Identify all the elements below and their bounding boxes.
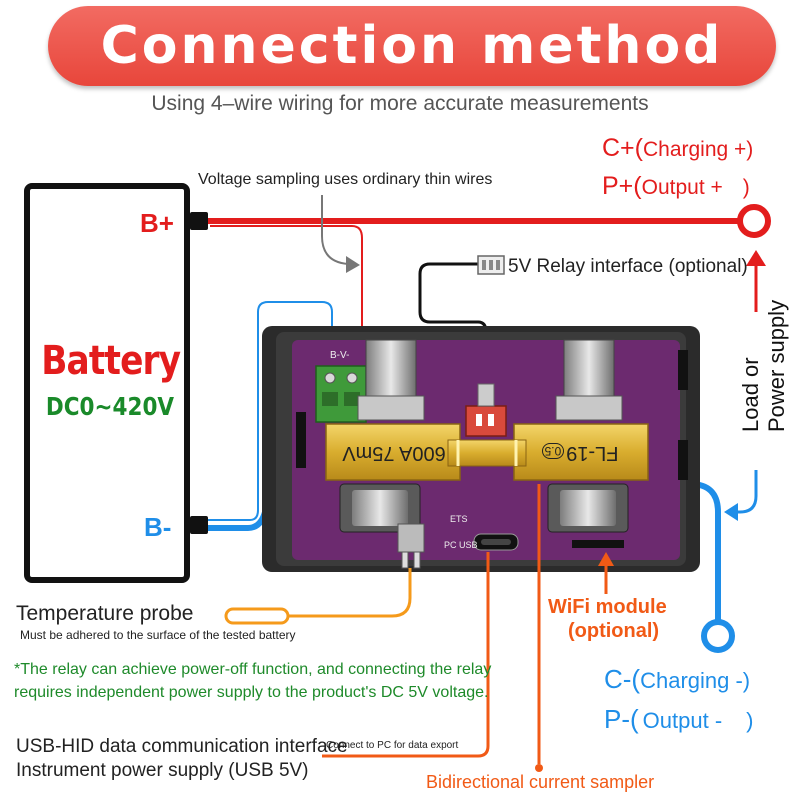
usb-port-label: PC USB xyxy=(444,540,478,550)
battery-title: Battery xyxy=(41,338,181,384)
negative-terminal-ring xyxy=(701,619,735,653)
positive-output-close: ) xyxy=(742,176,750,199)
positive-output-label: P+(Output +) xyxy=(602,172,750,201)
temperature-probe-note: Must be adhered to the surface of the te… xyxy=(20,628,296,642)
positive-charging-label: C+(Charging +) xyxy=(602,134,753,163)
positive-output-prefix: P+( xyxy=(602,172,642,200)
shunt-right-block xyxy=(513,423,649,481)
relay-interface-label: 5V Relay interface (optional) xyxy=(508,256,748,277)
wifi-module-label: WiFi module xyxy=(548,596,667,618)
negative-charging-label: C-(Charging -) xyxy=(604,664,750,695)
voltage-sampling-note: Voltage sampling uses ordinary thin wire… xyxy=(198,171,493,188)
positive-charging-prefix: C+( xyxy=(602,134,643,162)
positive-output-text: Output + xyxy=(641,176,723,199)
temperature-probe-label: Temperature probe xyxy=(16,602,194,625)
battery-negative-label: B- xyxy=(144,512,172,542)
battery-positive-label: B+ xyxy=(140,208,174,238)
current-sampler-label: Bidirectional current sampler xyxy=(426,772,655,792)
usb-hid-label: USB-HID data communication interface xyxy=(16,736,348,757)
relay-wire xyxy=(418,262,488,388)
load-power-supply-label: Load or Power supply xyxy=(738,299,789,432)
sense-connector-label: B-V- xyxy=(330,350,350,361)
negative-output-text: Output - xyxy=(642,708,723,733)
shunt-left-label: 600A 75mV xyxy=(342,442,446,464)
header-banner xyxy=(48,6,776,86)
temperature-probe xyxy=(224,607,290,625)
positive-terminal-ring xyxy=(737,204,771,238)
positive-sense-wire xyxy=(210,225,363,380)
negative-sense-wire xyxy=(208,301,333,521)
battery-positive-terminal xyxy=(190,212,208,230)
page-title: Connection method xyxy=(100,16,724,76)
battery-box xyxy=(24,183,190,583)
negative-charging-text: Charging -) xyxy=(640,668,751,693)
page-subtitle: Using 4–wire wiring for more accurate me… xyxy=(151,92,649,115)
negative-output-prefix: P-( xyxy=(604,704,639,734)
usb-cable xyxy=(322,552,490,758)
temperature-wire xyxy=(288,568,412,618)
relay-connector xyxy=(465,405,507,437)
usb-export-note: Connect to PC for data export xyxy=(326,740,459,751)
ets-label: ETS xyxy=(450,514,468,524)
negative-output-close: ) xyxy=(746,708,754,733)
shunt-right-label: FL-19 xyxy=(566,442,619,464)
negative-charging-prefix: C-( xyxy=(604,664,641,694)
shunt-right-label-box: FL-190.5 xyxy=(528,441,632,464)
negative-output-label: P-(Output -) xyxy=(604,704,753,735)
accuracy-class-badge: 0.5 xyxy=(541,443,565,459)
relay-note: *The relay can achieve power-off functio… xyxy=(14,661,492,701)
wifi-optional-label: (optional) xyxy=(568,620,660,642)
usb-power-label: Instrument power supply (USB 5V) xyxy=(16,760,309,781)
battery-voltage: DC0~420V xyxy=(45,392,175,421)
positive-charging-text: Charging +) xyxy=(642,138,754,161)
battery-negative-terminal xyxy=(190,516,208,534)
shunt-left-block xyxy=(325,423,461,481)
